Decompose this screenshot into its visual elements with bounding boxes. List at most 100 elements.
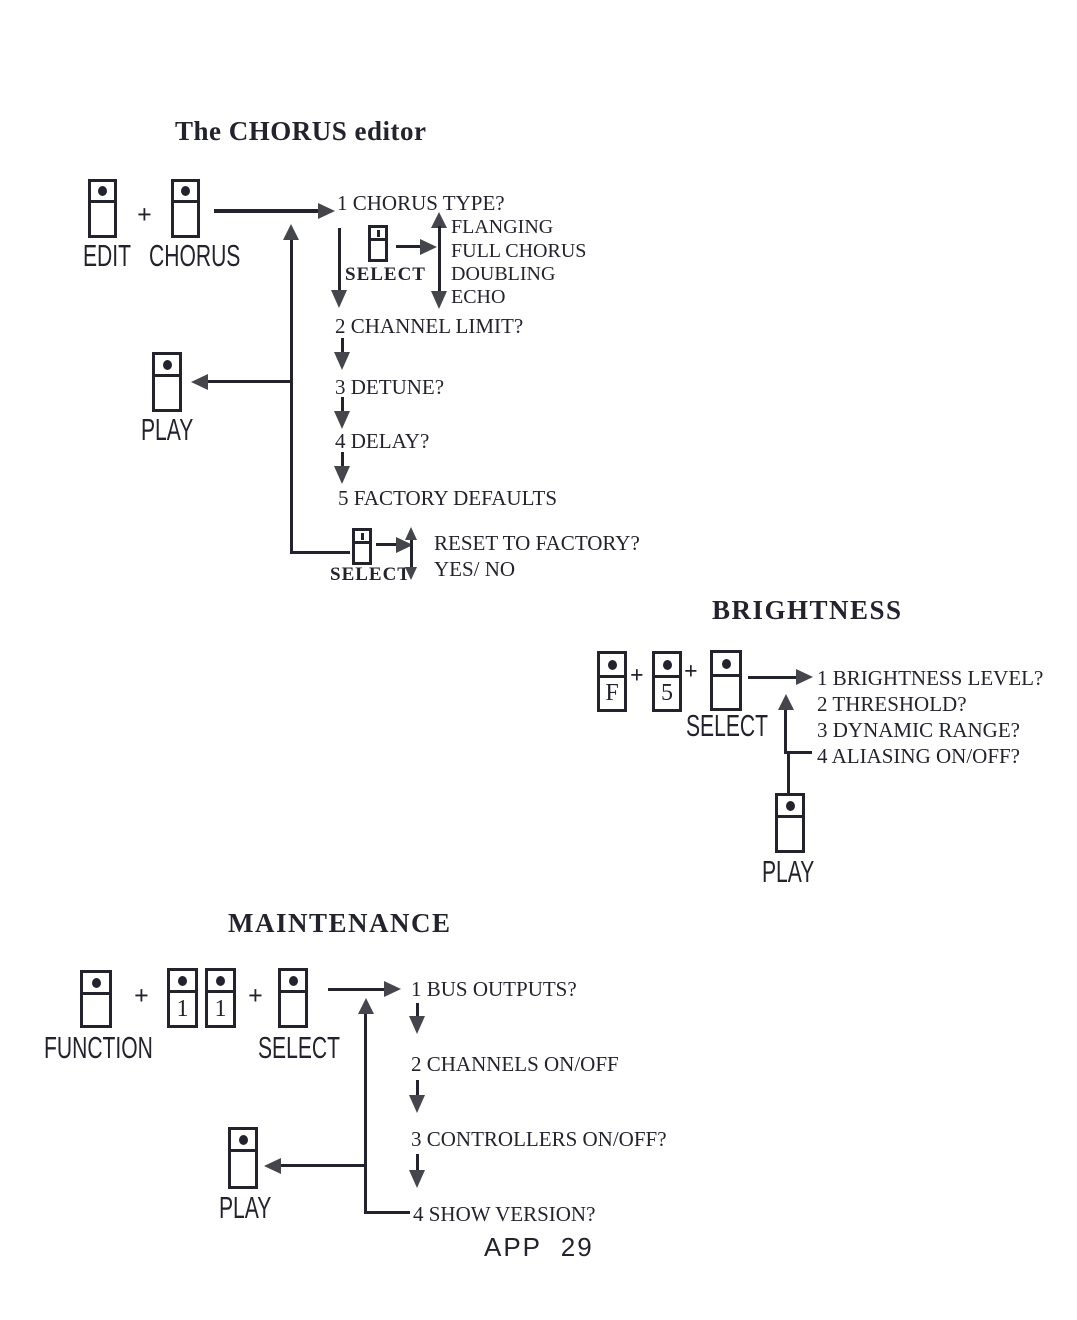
play-key-face [778,818,802,850]
flow-line [281,1164,366,1167]
key-dot [721,658,731,669]
one-key-top [208,971,233,993]
edit-key-face [91,203,114,235]
f-key-icon: F [597,651,627,712]
arrow-up-icon [778,694,794,710]
select-key-icon [368,225,388,262]
key-dot [181,186,190,196]
select-key-face [371,241,385,259]
arrow-down-icon [409,1170,425,1188]
play-key-face [231,1152,255,1186]
play-key-top [778,796,802,818]
edit-key-label: EDIT [83,238,132,273]
chorus-key-icon [171,179,200,238]
play-key-icon [775,793,805,853]
flow-line [416,1080,419,1096]
flow-line [748,676,798,679]
plus-sign: + [630,663,644,689]
flow-line [364,1014,367,1213]
arrow-right-icon [318,203,335,219]
function-key-face [83,995,109,1025]
chorus-type-echo: ECHO [451,286,506,308]
play-key-icon [228,1127,258,1189]
arrow-right-icon [420,239,437,255]
flow-line [784,710,787,753]
brightness-item-3: 3 DYNAMIC RANGE? [817,718,1020,742]
edit-key-top [91,182,114,203]
chorus-step-5: 5 FACTORY DEFAULTS [338,486,557,510]
five-key-icon: 5 [652,651,682,712]
arrow-down-icon [334,466,350,484]
flow-line [341,397,344,412]
chorus-type-doubling: DOUBLING [451,263,556,285]
maintenance-section-title: MAINTENANCE [228,908,452,938]
chorus-key-label: CHORUS [149,238,241,273]
arrow-up-icon [358,998,374,1014]
play-key-icon [152,352,182,412]
flow-line [290,551,350,554]
arrow-down-icon [334,352,350,370]
arrow-down-icon [405,567,417,580]
page-number: APP 29 [484,1232,594,1262]
flow-line [784,751,812,754]
select-key-icon [352,528,372,565]
play-key-label: PLAY [762,854,815,889]
five-key-top [655,654,679,678]
key-dot [607,659,617,670]
flow-line [341,338,344,353]
arrow-down-icon [409,1016,425,1034]
maintenance-item-3: 3 CONTROLLERS ON/OFF? [411,1127,667,1151]
key-dot [238,1134,248,1145]
play-key-top [155,355,179,377]
brightness-item-1: 1 BRIGHTNESS LEVEL? [817,666,1044,690]
chorus-step-2: 2 CHANNEL LIMIT? [335,314,524,338]
key-dot [288,975,298,986]
arrow-up-icon [431,212,447,228]
key-tick [376,229,380,237]
flow-line [208,380,292,383]
function-key-icon [80,970,112,1028]
brightness-item-2: 2 THRESHOLD? [817,692,967,716]
arrow-right-icon [384,981,401,997]
brightness-section-title: BRIGHTNESS [712,595,903,625]
arrow-down-icon [409,1095,425,1113]
key-dot [162,359,172,370]
one-key-face: 1 [176,995,189,1022]
flow-line [328,988,385,991]
arrow-down-icon [431,291,447,309]
chorus-section-title: The CHORUS editor [175,116,427,146]
chorus-step-4: 4 DELAY? [335,429,430,453]
key-tick [360,532,364,540]
chorus-type-full-chorus: FULL CHORUS [451,240,587,262]
one-key-icon: 1 [205,968,236,1028]
select-key-top [713,653,739,677]
flow-line [290,240,293,553]
brightness-item-4: 4 ALIASING ON/OFF? [817,744,1021,768]
key-dot [662,659,672,670]
maintenance-item-2: 2 CHANNELS ON/OFF [411,1052,619,1076]
arrow-down-icon [334,411,350,429]
f-key-face: F [605,680,619,706]
flow-line [214,209,320,213]
select-key-face [713,677,739,708]
arrow-up-icon [405,527,417,540]
select-key-label: SELECT [258,1030,341,1065]
maintenance-item-4: 4 SHOW VERSION? [413,1202,596,1226]
reset-options: YES/ NO [434,557,516,581]
select-key-top [281,971,305,993]
arrow-left-icon [264,1158,281,1174]
chorus-key-top [174,182,197,203]
chorus-key-face [174,203,197,235]
reset-prompt: RESET TO FACTORY? [434,531,640,555]
plus-sign: + [137,200,152,229]
flow-line [364,1211,410,1214]
flow-line [438,226,441,292]
play-key-label: PLAY [141,412,194,447]
flow-line [787,753,790,793]
function-key-top [83,973,109,995]
select-key-top [355,531,369,544]
five-key-face: 5 [661,680,673,706]
select-key-icon [278,968,308,1028]
play-key-top [231,1130,255,1152]
